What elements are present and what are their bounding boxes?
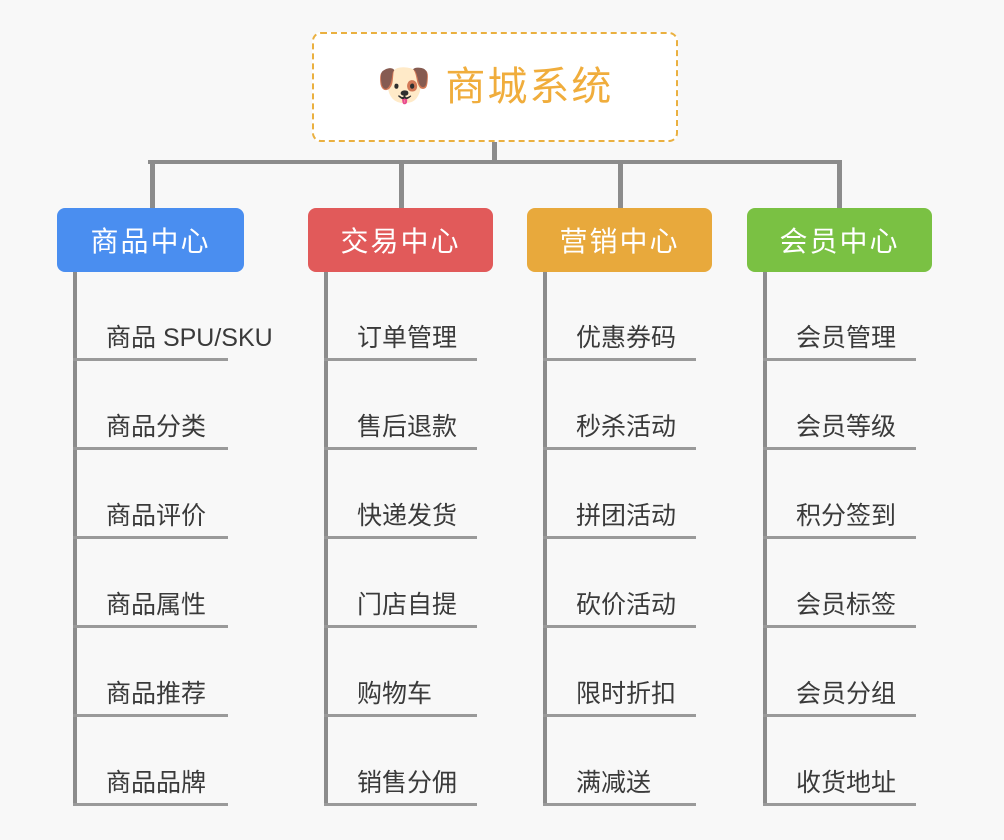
leaf-item[interactable]: 会员分组 bbox=[763, 628, 916, 717]
leaf-item-label: 商品评价 bbox=[106, 502, 207, 530]
leaf-list-marketing-center: 优惠券码秒杀活动拼团活动砍价活动限时折扣满减送 bbox=[543, 272, 696, 806]
root-title: 商城系统 bbox=[445, 65, 614, 109]
leaf-item-label: 收货地址 bbox=[796, 769, 897, 797]
leaf-item[interactable]: 商品分类 bbox=[73, 361, 228, 450]
leaf-list-member-center: 会员管理会员等级积分签到会员标签会员分组收货地址 bbox=[763, 272, 916, 806]
column-spine-marketing-center bbox=[543, 272, 547, 806]
leaf-item-label: 售后退款 bbox=[357, 413, 458, 441]
leaf-item[interactable]: 订单管理 bbox=[324, 272, 477, 361]
leaf-item-label: 满减送 bbox=[576, 769, 652, 797]
leaf-item[interactable]: 商品评价 bbox=[73, 450, 228, 539]
connector-bus bbox=[148, 160, 841, 164]
leaf-item[interactable]: 销售分佣 bbox=[324, 717, 477, 806]
leaf-item-label: 销售分佣 bbox=[357, 769, 458, 797]
leaf-item-label: 商品 SPU/SKU bbox=[106, 324, 273, 352]
leaf-item-label: 砍价活动 bbox=[576, 591, 677, 619]
connector-drop-marketing-center bbox=[618, 160, 623, 210]
category-header-label: 营销中心 bbox=[559, 226, 680, 257]
leaf-item[interactable]: 积分签到 bbox=[763, 450, 916, 539]
leaf-item-label: 购物车 bbox=[357, 680, 433, 708]
leaf-item-label: 积分签到 bbox=[796, 502, 897, 530]
leaf-item[interactable]: 满减送 bbox=[543, 717, 696, 806]
category-header-product-center[interactable]: 商品中心 bbox=[57, 208, 244, 272]
leaf-item-label: 限时折扣 bbox=[576, 680, 677, 708]
leaf-item-label: 订单管理 bbox=[357, 324, 458, 352]
leaf-item-label: 会员管理 bbox=[796, 324, 897, 352]
column-member-center: 会员中心会员管理会员等级积分签到会员标签会员分组收货地址 bbox=[747, 208, 932, 806]
column-trade-center: 交易中心订单管理售后退款快递发货门店自提购物车销售分佣 bbox=[308, 208, 493, 806]
leaf-item[interactable]: 会员等级 bbox=[763, 361, 916, 450]
connector-drop-member-center bbox=[837, 160, 842, 210]
column-spine-member-center bbox=[763, 272, 767, 806]
leaf-item[interactable]: 砍价活动 bbox=[543, 539, 696, 628]
leaf-item-label: 会员标签 bbox=[796, 591, 897, 619]
category-header-label: 会员中心 bbox=[779, 226, 900, 257]
category-header-member-center[interactable]: 会员中心 bbox=[747, 208, 932, 272]
column-marketing-center: 营销中心优惠券码秒杀活动拼团活动砍价活动限时折扣满减送 bbox=[527, 208, 712, 806]
leaf-item-label: 秒杀活动 bbox=[576, 413, 677, 441]
leaf-item-label: 快递发货 bbox=[357, 502, 458, 530]
leaf-item[interactable]: 优惠券码 bbox=[543, 272, 696, 361]
column-spine-trade-center bbox=[324, 272, 328, 806]
leaf-item[interactable]: 限时折扣 bbox=[543, 628, 696, 717]
connector-drop-product-center bbox=[150, 160, 155, 210]
connector-drop-trade-center bbox=[399, 160, 404, 210]
category-header-trade-center[interactable]: 交易中心 bbox=[308, 208, 493, 272]
leaf-item-label: 会员等级 bbox=[796, 413, 897, 441]
category-header-marketing-center[interactable]: 营销中心 bbox=[527, 208, 712, 272]
leaf-item-label: 会员分组 bbox=[796, 680, 897, 708]
leaf-item-label: 商品品牌 bbox=[106, 769, 207, 797]
connector-stem bbox=[492, 142, 497, 164]
category-header-label: 交易中心 bbox=[340, 226, 461, 257]
leaf-item[interactable]: 秒杀活动 bbox=[543, 361, 696, 450]
leaf-item[interactable]: 快递发货 bbox=[324, 450, 477, 539]
leaf-item[interactable]: 收货地址 bbox=[763, 717, 916, 806]
category-header-label: 商品中心 bbox=[90, 226, 211, 257]
leaf-item[interactable]: 会员标签 bbox=[763, 539, 916, 628]
leaf-item[interactable]: 拼团活动 bbox=[543, 450, 696, 539]
leaf-item-label: 优惠券码 bbox=[576, 324, 677, 352]
leaf-item[interactable]: 购物车 bbox=[324, 628, 477, 717]
leaf-item[interactable]: 商品品牌 bbox=[73, 717, 228, 806]
leaf-item-label: 商品属性 bbox=[106, 591, 207, 619]
leaf-list-product-center: 商品 SPU/SKU 商品分类商品评价商品属性商品推荐商品品牌 bbox=[73, 272, 273, 806]
column-product-center: 商品中心商品 SPU/SKU 商品分类商品评价商品属性商品推荐商品品牌 bbox=[57, 208, 273, 806]
leaf-item-label: 商品分类 bbox=[106, 413, 207, 441]
leaf-list-trade-center: 订单管理售后退款快递发货门店自提购物车销售分佣 bbox=[324, 272, 477, 806]
column-spine-product-center bbox=[73, 272, 77, 806]
root-node[interactable]: 🐶 商城系统 bbox=[312, 32, 678, 142]
dog-face-icon: 🐶 bbox=[376, 61, 432, 110]
leaf-item[interactable]: 商品 SPU/SKU bbox=[73, 272, 273, 361]
leaf-item-label: 门店自提 bbox=[357, 591, 458, 619]
leaf-item-label: 拼团活动 bbox=[576, 502, 677, 530]
leaf-item[interactable]: 商品推荐 bbox=[73, 628, 228, 717]
leaf-item[interactable]: 会员管理 bbox=[763, 272, 916, 361]
leaf-item[interactable]: 售后退款 bbox=[324, 361, 477, 450]
leaf-item-label: 商品推荐 bbox=[106, 680, 207, 708]
leaf-item[interactable]: 商品属性 bbox=[73, 539, 228, 628]
leaf-item[interactable]: 门店自提 bbox=[324, 539, 477, 628]
